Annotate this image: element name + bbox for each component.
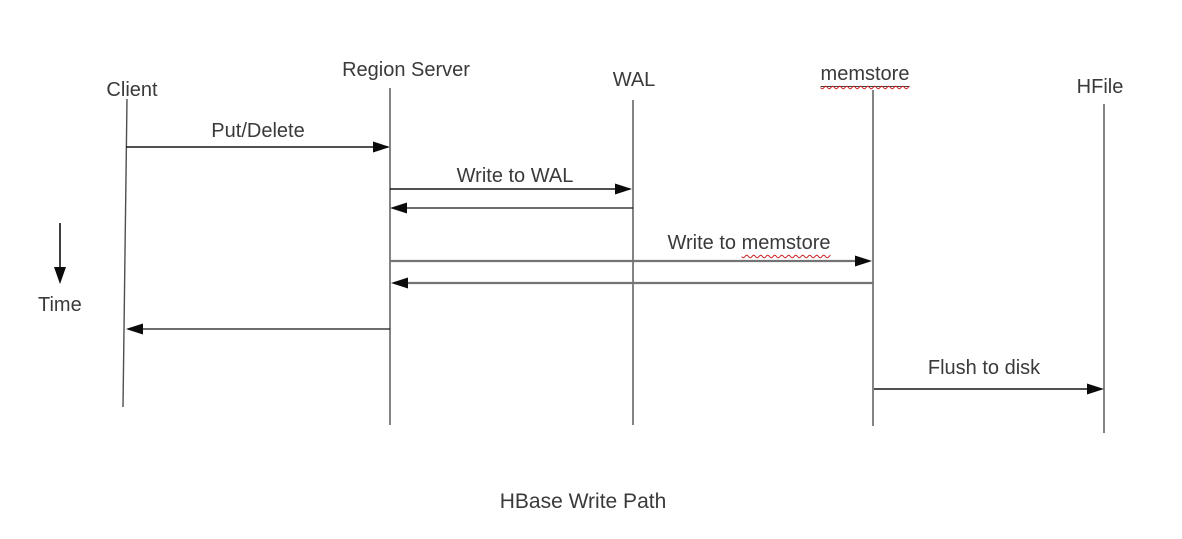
message-label-write-to-wal: Write to WAL (456, 165, 574, 187)
memstore-spellcheck-squiggle: memstore (820, 63, 910, 85)
actor-label-wal: WAL (612, 69, 656, 91)
arrow-wal-return-head (390, 202, 407, 214)
diagram-title: HBase Write Path (499, 490, 667, 513)
message-label-write-to-prefix: Write to (667, 232, 742, 254)
arrow-write-to-wal-head (615, 183, 632, 195)
message-label-put-delete: Put/Delete (211, 120, 305, 142)
memstore-underline: memstore (820, 63, 910, 87)
arrow-flush-to-disk-head (1087, 383, 1104, 395)
actor-label-client: Client (106, 79, 158, 101)
message-label-flush-to-disk: Flush to disk (927, 357, 1041, 379)
arrow-write-to-memstore-head (855, 255, 872, 267)
arrow-memstore-return-head (391, 277, 408, 289)
message-label-write-to-memstore: Write to memstore (668, 232, 831, 255)
time-arrow-head (54, 267, 66, 284)
arrow-return-to-client-head (126, 323, 143, 335)
actor-label-region-server: Region Server (342, 59, 470, 81)
actor-label-memstore: memstore (820, 63, 910, 87)
arrow-put-delete-head (373, 141, 390, 153)
message-label-memstore-spellcheck-squiggle: memstore (741, 232, 831, 254)
actor-label-hfile: HFile (1076, 76, 1124, 98)
time-axis-label: Time (38, 294, 82, 316)
lifeline-client (122, 98, 128, 408)
